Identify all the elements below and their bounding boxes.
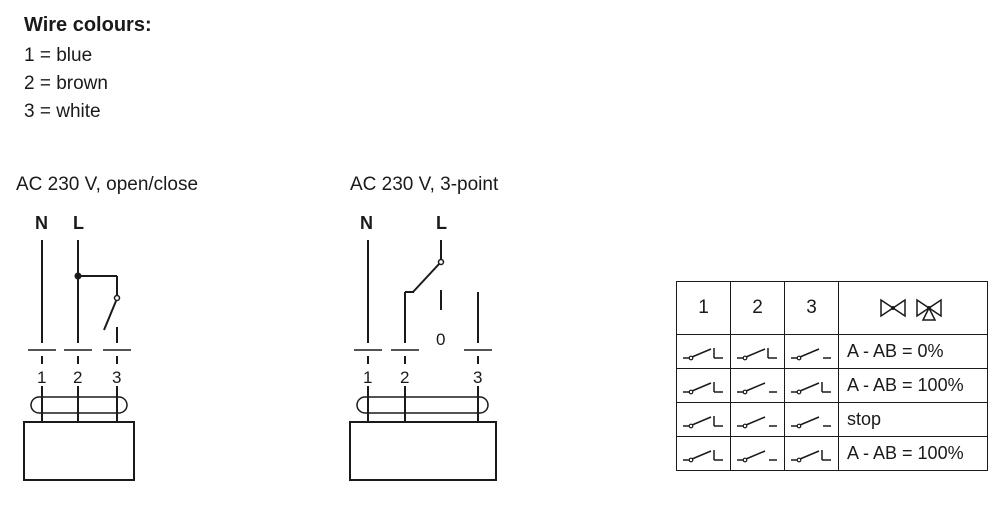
- switch-closed-icon: [682, 415, 723, 428]
- terminal-2-label: 2: [400, 368, 409, 387]
- switch-state-cell: [730, 402, 785, 437]
- switch-contact: [437, 258, 445, 266]
- neutral-label: N: [360, 213, 373, 233]
- switch-state-cell: [784, 368, 839, 403]
- switch-state-cell: [784, 402, 839, 437]
- legend-title: Wire colours:: [24, 14, 152, 36]
- cable-sheath: [356, 396, 489, 414]
- terminal-1-label: 1: [363, 368, 372, 387]
- switch-open-icon: [736, 381, 777, 394]
- switch-lever: [412, 263, 440, 293]
- switch-state-cell: [730, 368, 785, 403]
- line-label: L: [73, 213, 84, 233]
- actuator-box: [23, 421, 135, 481]
- cable-sheath: [30, 396, 128, 414]
- valve-position-cell: stop: [838, 402, 988, 437]
- switch-state-cell: [676, 402, 731, 437]
- legend-item: 3 = white: [24, 101, 101, 122]
- column-header: 1: [676, 281, 731, 335]
- valve-icon: [880, 298, 942, 321]
- switch-state-cell: [730, 436, 785, 471]
- table-row: A - AB = 100%: [676, 436, 988, 471]
- table-row: A - AB = 0%: [676, 334, 988, 369]
- switch-closed-icon: [736, 347, 777, 360]
- actuator-box: [349, 421, 497, 481]
- terminal-3-label: 3: [112, 368, 121, 387]
- diagram1-open-close: N L 1 2 3: [23, 213, 135, 481]
- switch-lever: [103, 300, 117, 331]
- diagram2-3-point: N L 0 1 2 3: [349, 213, 497, 481]
- switch-state-cell: [676, 436, 731, 471]
- line-label: L: [436, 213, 447, 233]
- neutral-label: N: [35, 213, 48, 233]
- switch-open-icon: [736, 449, 777, 462]
- switch-contact: [113, 294, 121, 302]
- table-header-row: 1 2 3: [676, 281, 988, 335]
- switch-state-cell: [676, 334, 731, 369]
- terminal-1-label: 1: [37, 368, 46, 387]
- switch-closed-icon: [682, 381, 723, 394]
- switch-open-icon: [790, 347, 831, 360]
- diagram1-caption: AC 230 V, open/close: [16, 174, 199, 195]
- wire-colour-legend: Wire colours: 1 = blue 2 = brown 3 = whi…: [24, 12, 152, 126]
- switch-closed-icon: [790, 449, 831, 462]
- legend-item: 2 = brown: [24, 73, 108, 94]
- table-row: stop: [676, 402, 988, 437]
- switch-closed-icon: [682, 347, 723, 360]
- switch-state-cell: [730, 334, 785, 369]
- switch-open-icon: [736, 415, 777, 428]
- switch-state-cell: [676, 368, 731, 403]
- switch-open-icon: [790, 415, 831, 428]
- column-header: 3: [784, 281, 839, 335]
- terminal-2-label: 2: [73, 368, 82, 387]
- switch-state-cell: [784, 436, 839, 471]
- terminal-3-label: 3: [473, 368, 482, 387]
- switch-state-cell: [784, 334, 839, 369]
- valve-position-cell: A - AB = 0%: [838, 334, 988, 369]
- valve-symbol-header: [838, 281, 988, 335]
- column-header: 2: [730, 281, 785, 335]
- switch-closed-icon: [682, 449, 723, 462]
- switch-closed-icon: [790, 381, 831, 394]
- table-row: A - AB = 100%: [676, 368, 988, 403]
- valve-position-cell: A - AB = 100%: [838, 368, 988, 403]
- legend-item: 1 = blue: [24, 45, 93, 66]
- zero-position-label: 0: [436, 330, 445, 349]
- diagram2-caption: AC 230 V, 3-point: [350, 174, 499, 195]
- valve-position-cell: A - AB = 100%: [838, 436, 988, 471]
